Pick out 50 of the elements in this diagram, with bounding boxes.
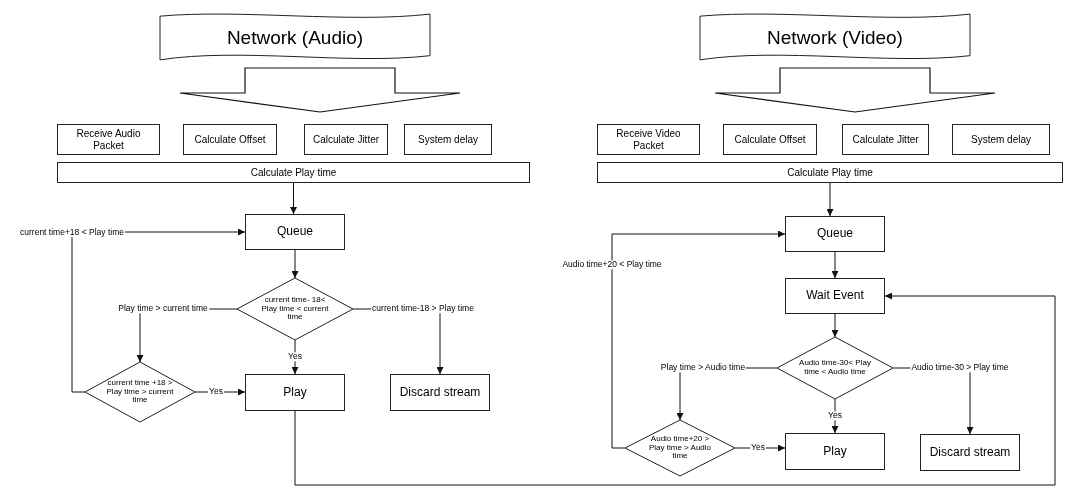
arrow xyxy=(290,182,297,215)
edge-label: Audio time+20 < Play time xyxy=(561,260,663,270)
condition-text: current time- 18< Play time < current time xyxy=(260,295,330,323)
block-arrow xyxy=(714,67,996,113)
network-banner xyxy=(700,12,970,64)
process-box: Discard stream xyxy=(920,434,1020,471)
arrow xyxy=(291,249,299,279)
process-box: Calculate Play time xyxy=(57,162,530,183)
edge-label: Play time > current time xyxy=(117,304,209,314)
process-box: Queue xyxy=(245,214,345,250)
condition-text: Audio time-30< Play time < Audio time xyxy=(798,359,872,377)
arrow xyxy=(831,313,839,338)
edge-label: current time-18 > Play time xyxy=(371,304,475,314)
edge-label: Yes xyxy=(287,352,303,362)
decision-diamond xyxy=(237,278,353,340)
condition-text: current time +18 > Play time > current time xyxy=(105,378,175,406)
process-box: Queue xyxy=(785,216,885,252)
edge-label: current time+18 < Play time xyxy=(19,228,125,238)
arrow xyxy=(831,251,839,279)
network-banner xyxy=(160,12,430,64)
process-box: Play xyxy=(245,374,345,411)
banner-title: Network (Video) xyxy=(767,27,903,49)
process-box: Play xyxy=(785,433,885,470)
edge-label: Yes xyxy=(750,443,766,453)
edge-label: Yes xyxy=(827,411,843,421)
condition-text: Audio time+20 > Play time > Audio time xyxy=(647,434,712,462)
process-box: Calculate Offset xyxy=(723,124,817,155)
process-box: Calculate Play time xyxy=(597,162,1063,183)
process-box: Wait Event xyxy=(785,278,885,314)
decision-diamond xyxy=(85,362,195,422)
arrow xyxy=(831,398,839,434)
process-box: Receive Audio Packet xyxy=(57,124,160,155)
process-box: Calculate Jitter xyxy=(842,124,929,155)
banner-title: Network (Audio) xyxy=(226,27,364,49)
block-arrow xyxy=(179,67,461,113)
decision-diamond xyxy=(625,420,735,476)
arrow xyxy=(611,230,786,449)
edge-label: Audio time-30 > Play time xyxy=(910,363,1010,373)
process-box: Calculate Offset xyxy=(183,124,277,155)
edge-label: Yes xyxy=(208,387,224,397)
arrow xyxy=(291,339,299,375)
process-box: Receive Video Packet xyxy=(597,124,700,155)
edge-label: Play time > Audio time xyxy=(659,363,747,373)
arrow xyxy=(294,292,1056,486)
arrow xyxy=(826,182,834,217)
decision-diamond xyxy=(777,337,893,399)
process-box: Calculate Jitter xyxy=(304,124,388,155)
process-box: Discard stream xyxy=(390,374,490,411)
process-box: System delay xyxy=(952,124,1050,155)
process-box: System delay xyxy=(404,124,492,155)
